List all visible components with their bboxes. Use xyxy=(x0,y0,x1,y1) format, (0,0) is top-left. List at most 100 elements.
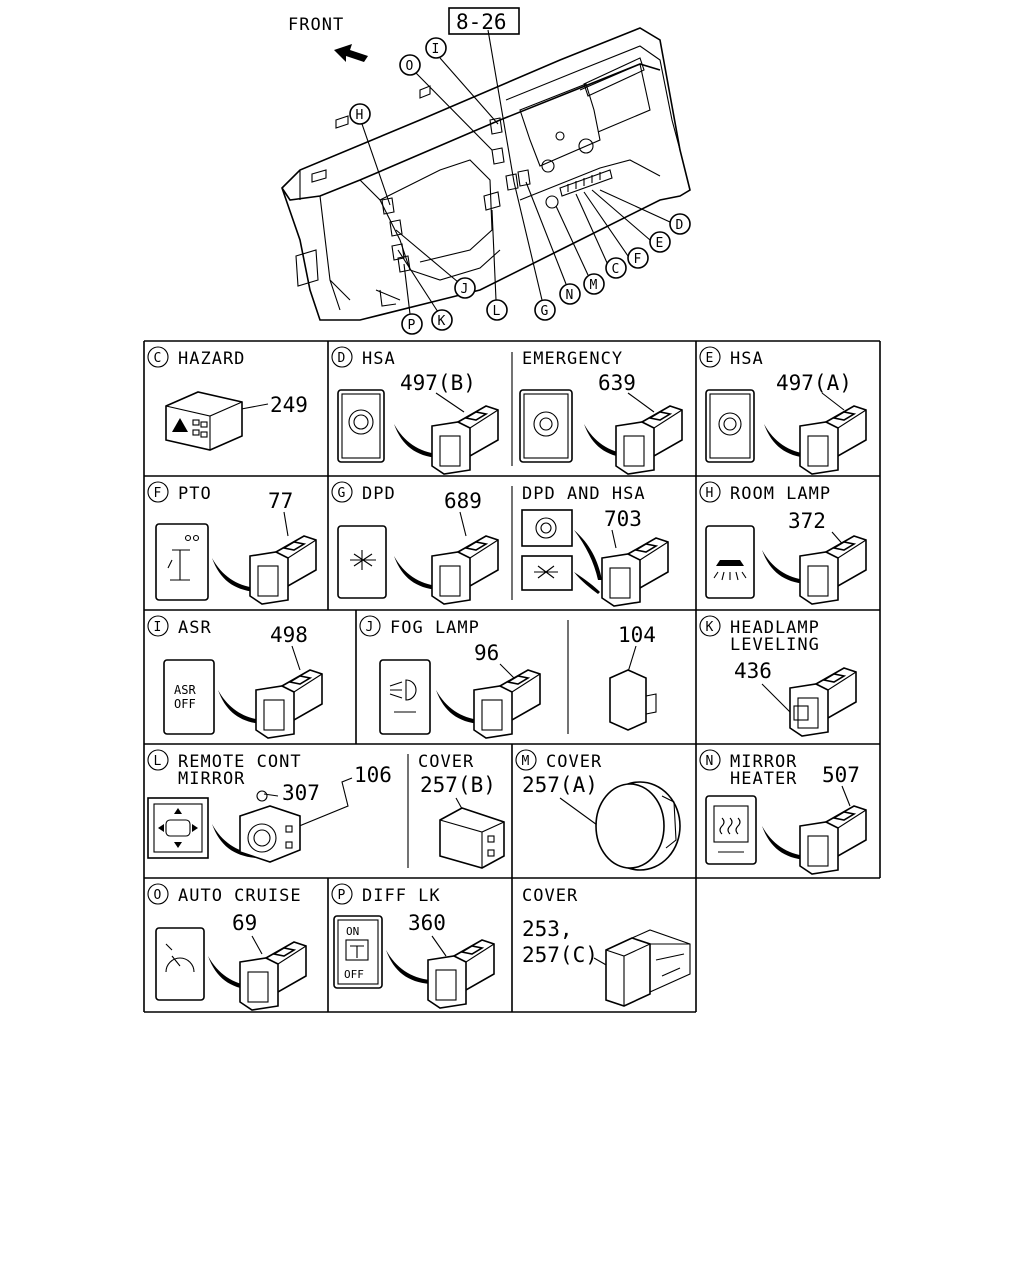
svg-text:DPD: DPD xyxy=(362,484,396,504)
cell-dpd: G DPD 689 xyxy=(331,481,499,605)
svg-text:L: L xyxy=(154,754,162,769)
svg-text:OFF: OFF xyxy=(344,968,364,981)
svg-text:703: 703 xyxy=(604,507,642,531)
cell-diff-lk: P DIFF LK 360 ON OFF xyxy=(331,883,495,1009)
room-lamp-switch-icon xyxy=(799,535,867,605)
svg-text:69: 69 xyxy=(232,911,257,935)
svg-text:M: M xyxy=(590,278,598,293)
svg-text:O: O xyxy=(406,59,414,74)
svg-text:EMERGENCY: EMERGENCY xyxy=(522,349,623,369)
svg-text:F: F xyxy=(154,486,162,501)
svg-text:436: 436 xyxy=(734,659,772,683)
hsa-panel-icon xyxy=(337,389,385,463)
cell-mirror-heater: N MIRROR HEATER 507 xyxy=(699,749,867,875)
diff-lk-switch-icon xyxy=(427,939,495,1009)
svg-text:ON: ON xyxy=(346,925,359,938)
svg-text:LEVELING: LEVELING xyxy=(730,635,820,655)
svg-text:PTO: PTO xyxy=(178,484,212,504)
svg-text:689: 689 xyxy=(444,489,482,513)
cell-remote-mirror: L REMOTE CONT MIRROR 307 106 xyxy=(147,749,392,863)
svg-text:106: 106 xyxy=(354,763,392,787)
cell-hazard: C HAZARD 249 xyxy=(147,346,308,451)
cell-cover-c: COVER 253, 257(C) xyxy=(522,886,691,1007)
svg-text:J: J xyxy=(461,282,469,297)
svg-text:104: 104 xyxy=(618,623,656,647)
cell-dpd-and-hsa: DPD AND HSA 703 xyxy=(521,484,669,607)
svg-text:372: 372 xyxy=(788,509,826,533)
mirror-heater-switch-icon xyxy=(799,805,867,875)
svg-text:O: O xyxy=(154,888,162,903)
svg-text:J: J xyxy=(366,620,374,635)
svg-text:K: K xyxy=(706,620,714,635)
ref-box xyxy=(448,7,520,35)
svg-text:C: C xyxy=(612,262,620,277)
cell-hsa-a: E HSA 497(A) xyxy=(699,346,867,475)
svg-text:DPD AND HSA: DPD AND HSA xyxy=(522,484,646,504)
svg-text:257(B): 257(B) xyxy=(420,773,496,797)
front-label: FRONT xyxy=(288,15,344,35)
svg-text:COVER: COVER xyxy=(418,752,474,772)
fog-lamp-switch-icon xyxy=(473,669,541,739)
cell-room-lamp: H ROOM LAMP 372 xyxy=(699,481,867,605)
svg-text:H: H xyxy=(356,108,364,123)
overview-callouts: H O I D E F C M N G L J K P xyxy=(349,29,691,335)
svg-text:COVER: COVER xyxy=(522,886,578,906)
svg-text:K: K xyxy=(438,314,446,329)
svg-text:G: G xyxy=(338,486,346,501)
svg-text:OFF: OFF xyxy=(174,697,196,711)
svg-text:HSA: HSA xyxy=(730,349,764,369)
svg-text:MIRROR: MIRROR xyxy=(730,752,797,772)
svg-text:257(C): 257(C) xyxy=(522,943,598,967)
dpd-hsa-switch-icon xyxy=(601,537,669,607)
svg-text:DIFF LK: DIFF LK xyxy=(362,886,441,906)
round-cover-icon xyxy=(595,781,681,871)
svg-text:AUTO CRUISE: AUTO CRUISE xyxy=(178,886,302,906)
svg-text:MIRROR: MIRROR xyxy=(178,769,245,789)
svg-text:P: P xyxy=(338,888,346,903)
svg-text:497(B): 497(B) xyxy=(400,371,476,395)
auto-cruise-switch-icon xyxy=(239,941,307,1011)
svg-text:L: L xyxy=(493,304,501,319)
svg-text:HEATER: HEATER xyxy=(730,769,797,789)
svg-text:E: E xyxy=(706,351,714,366)
svg-text:249: 249 xyxy=(270,393,308,417)
cell-cover-b: COVER 257(B) xyxy=(418,752,505,869)
dashboard-overview: FRONT 8-26 H O I D xyxy=(281,7,691,335)
cell-headlamp-leveling: K HEADLAMP LEVELING 436 xyxy=(699,615,857,737)
svg-text:253,: 253, xyxy=(522,917,573,941)
ref-label: 8-26 xyxy=(456,10,507,34)
svg-text:ASR: ASR xyxy=(178,618,212,638)
cell-asr: I ASR 498 ASR OFF xyxy=(147,615,323,739)
parts-grid xyxy=(143,340,881,1013)
cell-cover-a: M COVER 257(A) xyxy=(515,749,681,871)
svg-text:H: H xyxy=(706,486,714,501)
svg-text:497(A): 497(A) xyxy=(776,371,852,395)
front-arrow-icon xyxy=(334,44,368,62)
svg-text:N: N xyxy=(706,754,714,769)
svg-text:HEADLAMP: HEADLAMP xyxy=(730,618,820,638)
hsa-a-switch-icon xyxy=(799,405,867,475)
svg-text:498: 498 xyxy=(270,623,308,647)
svg-text:307: 307 xyxy=(282,781,320,805)
svg-text:HAZARD: HAZARD xyxy=(178,349,245,369)
svg-text:257(A): 257(A) xyxy=(522,773,598,797)
cell-fog-104: 104 xyxy=(609,623,657,731)
svg-text:ROOM LAMP: ROOM LAMP xyxy=(730,484,831,504)
emergency-panel-icon xyxy=(519,389,573,463)
headlamp-leveling-switch-icon xyxy=(789,667,857,737)
cell-hsa-b: D HSA 497(B) xyxy=(331,346,499,475)
svg-text:I: I xyxy=(154,620,162,635)
svg-text:360: 360 xyxy=(408,911,446,935)
svg-text:507: 507 xyxy=(822,763,860,787)
svg-text:COVER: COVER xyxy=(546,752,602,772)
dpd-switch-icon xyxy=(431,535,499,605)
svg-text:P: P xyxy=(408,318,416,333)
svg-text:I: I xyxy=(432,42,440,57)
svg-text:77: 77 xyxy=(268,489,293,513)
cell-pto: F PTO 77 xyxy=(147,481,317,605)
svg-text:639: 639 xyxy=(598,371,636,395)
svg-text:D: D xyxy=(676,218,684,233)
hazard-switch-icon xyxy=(165,391,243,451)
svg-text:G: G xyxy=(541,304,549,319)
